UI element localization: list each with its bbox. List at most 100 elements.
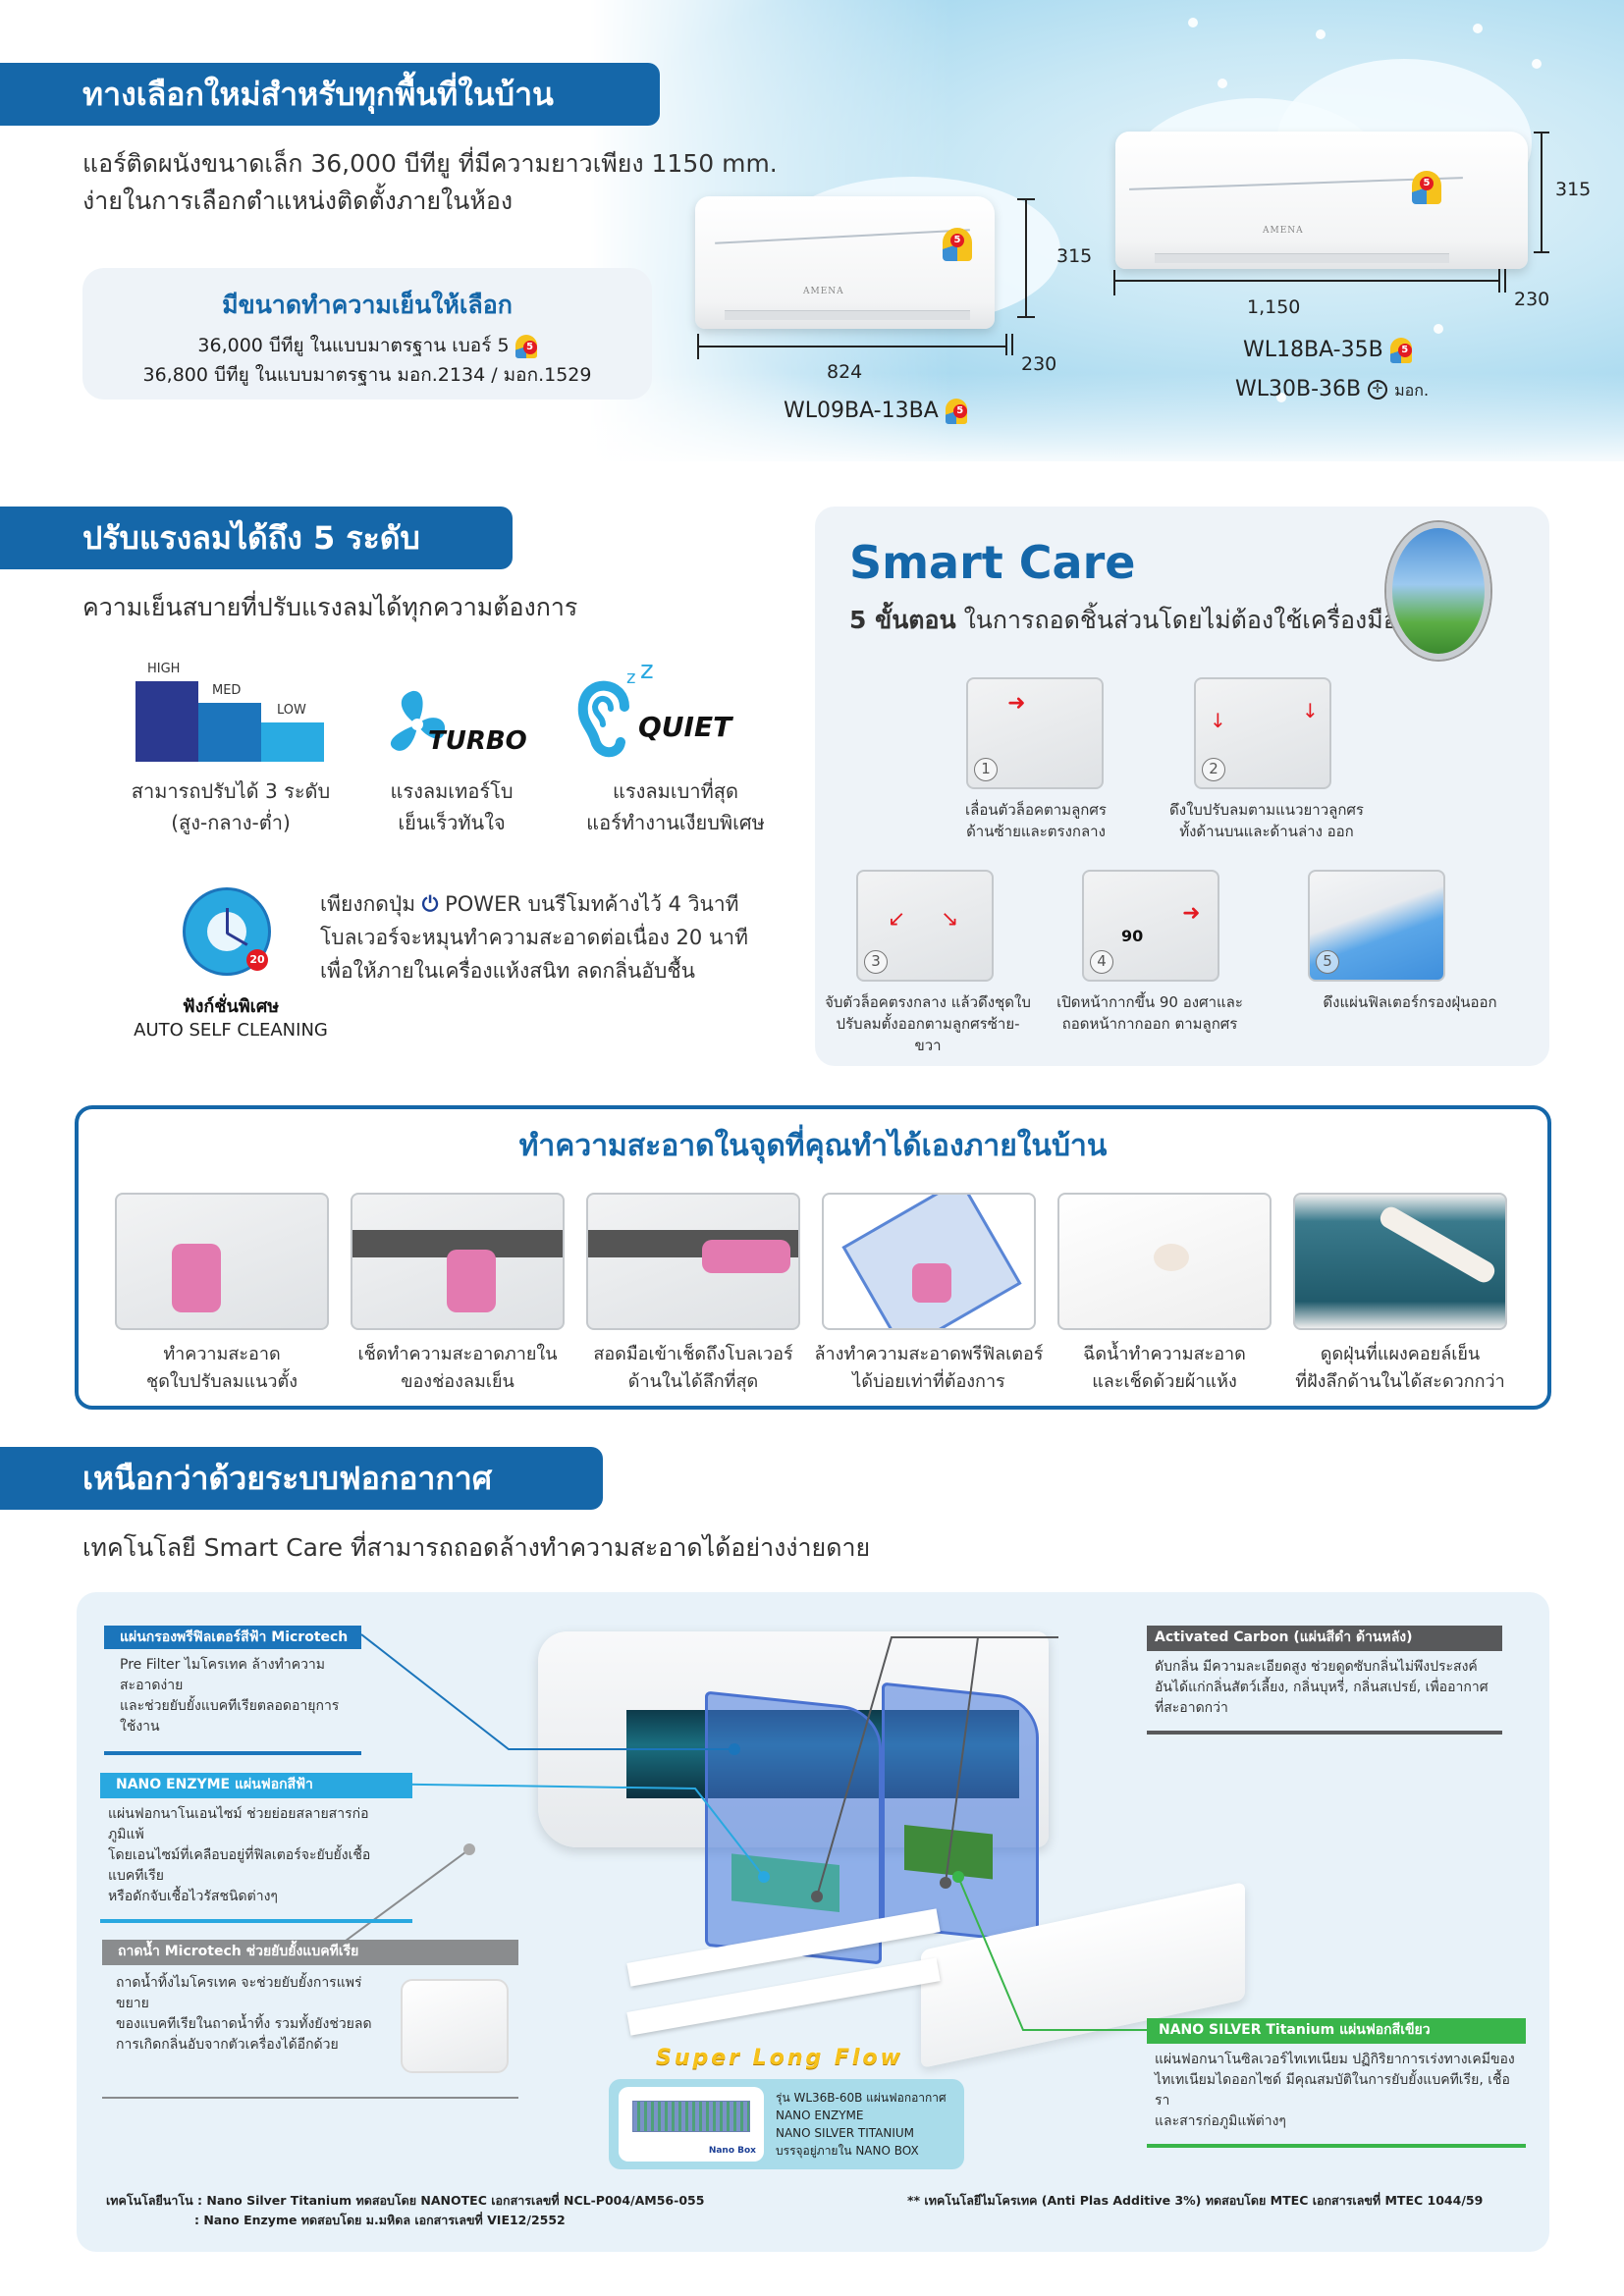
callout-microtech-filter: แผ่นกรองพรีฟิลเตอร์สีฟ้า Microtech Pre F… [104, 1626, 361, 1755]
auto-clean-description: เพียงกดปุ่ม ⏻ POWER บนรีโมทค้างไว้ 4 วิน… [320, 892, 748, 983]
cleaning-photo-4 [822, 1193, 1036, 1330]
step-1-photo: 1➜ [966, 677, 1104, 789]
section-heading-fan-levels: ปรับแรงลมได้ถึง 5 ระดับ [0, 507, 513, 569]
snowflake-decoration [1316, 29, 1326, 39]
large-unit-depth: 230 [1514, 289, 1550, 310]
sky-fade [589, 373, 1624, 471]
smart-care-subtitle: 5 ขั้นตอน ในการถอดชิ้นส่วนโดยไม่ต้องใช้เ… [849, 606, 1398, 634]
snowflake-decoration [1473, 24, 1483, 33]
cleaning-caption-2: เช็ดทำความสะอาดภายในของช่องลมเย็น [357, 1344, 558, 1392]
nano-box-image: Nano Box [619, 2087, 764, 2162]
small-unit-depth: 230 [1021, 353, 1057, 375]
cleaning-photo-3 [586, 1193, 800, 1330]
cleaning-caption-5: ฉีดน้ำทำความสะอาดและเช็ดด้วยผ้าแห้ง [1083, 1344, 1246, 1392]
arrow-icon: ➜ [1007, 691, 1026, 716]
callout-title: NANO SILVER Titanium แผ่นฟอกสีเขียว [1147, 2018, 1526, 2044]
callout-body: แผ่นฟอกนาโนเอนไซม์ ช่วยย่อยสลายสารก่อภูม… [108, 1806, 371, 1904]
capacity-line-1: 36,000 บีทียู ในแบบมาตรฐาน เบอร์ 5 [82, 331, 652, 360]
smart-care-emblem-image [1386, 522, 1490, 660]
step-5-photo: 5 [1308, 870, 1445, 982]
snowflake-decoration [1532, 59, 1542, 69]
section-heading-air-purify: เหนือกว่าด้วยระบบฟอกอากาศ [0, 1447, 603, 1510]
turbo-caption: แรงลมเทอร์โบ เย็นเร็วทันใจ [390, 779, 514, 834]
quiet-caption: แรงลมเบาที่สุด แอร์ทำงานเงียบพิเศษ [586, 779, 765, 834]
smart-care-panel: Smart Care 5 ขั้นตอน ในการถอดชิ้นส่วนโดย… [815, 507, 1549, 1066]
label-med: MED [212, 683, 242, 698]
width-dimension-line [697, 346, 1005, 347]
model-small: WL09BA-13BA [784, 399, 967, 424]
capacity-box: มีขนาดทำความเย็นให้เลือก 36,000 บีทียู ใ… [82, 268, 652, 400]
step-3-photo: 3↙↘ [856, 870, 994, 982]
step-5-caption: ดึงแผ่นฟิลเตอร์กรองฝุ่นออก [1323, 993, 1497, 1011]
energy-label-5-icon [943, 228, 972, 261]
quiet-logo: z z QUIET [575, 656, 742, 766]
nano-box-description: รุ่น WL36B-60B แผ่นฟอกอากาศ NANO ENZYME … [776, 2091, 947, 2158]
timer-badge: 20 [246, 949, 268, 971]
model-large-2: WL30B-36B ✛ มอก. [1235, 377, 1430, 401]
snowflake-decoration [1434, 324, 1443, 334]
section1-lead: แอร์ติดผนังขนาดเล็ก 36,000 บีทียู ที่มีค… [82, 145, 868, 220]
callout-title: Activated Carbon (แผ่นสีดำ ด้านหลัง) [1147, 1626, 1502, 1651]
height-dimension-line [1025, 198, 1027, 318]
step-2-photo: 2↓↓ [1194, 677, 1331, 789]
fan-level-chart: HIGH MED LOW [132, 662, 324, 762]
fan-level-caption: สามารถปรับได้ 3 ระดับ (สูง-กลาง-ต่ำ) [131, 779, 331, 834]
label-low: LOW [277, 703, 306, 718]
callout-nano-enzyme: NANO ENZYME แผ่นฟอกสีฟ้า แผ่นฟอกนาโนเอนไ… [100, 1773, 412, 1923]
auto-clean-label: ฟังก์ชั่นพิเศษ AUTO SELF CLEANING [134, 996, 328, 1041]
arrow-icon: ↘ [941, 907, 959, 932]
snowflake-decoration [1188, 18, 1198, 27]
arrow-down-icon: ↓ [1210, 709, 1226, 732]
callout-title: ถาดน้ำ Microtech ช่วยยับยั้งแบคทีเรีย [102, 1940, 518, 1965]
snowflake-decoration [1218, 79, 1227, 88]
large-unit-height: 315 [1555, 179, 1592, 200]
fan-bar-low [261, 722, 324, 762]
model-large-1: WL18BA-35B [1243, 338, 1412, 363]
callout-body: ดับกลิ่น มีความละเอียดสูง ช่วยดูดซับกลิ่… [1155, 1659, 1489, 1716]
small-unit-width: 824 [827, 361, 863, 383]
arrow-down-icon: ↓ [1302, 699, 1319, 722]
capacity-line-2: 36,800 บีทียู ในแบบมาตรฐาน มอก.2134 / มอ… [142, 364, 592, 386]
drain-pan-image [401, 1979, 509, 2073]
turbo-logo: TURBO [383, 687, 527, 762]
callout-nano-silver: NANO SILVER Titanium แผ่นฟอกสีเขียว แผ่น… [1147, 2018, 1526, 2148]
step-1-caption: เลื่อนตัวล็อคตามลูกศรด้านซ้ายและตรงกลาง [965, 801, 1107, 840]
section4-lead: เทคโนโลยี Smart Care ที่สามารถถอดล้างทำค… [82, 1533, 871, 1562]
nano-box-panel: Nano Box รุ่น WL36B-60B แผ่นฟอกอากาศ NAN… [609, 2079, 964, 2169]
callout-body: Pre Filter ไมโครเทค ล้างทำความสะอาดง่าย … [120, 1657, 340, 1735]
smart-care-title: Smart Care [849, 536, 1136, 589]
energy-label-5-icon [1389, 338, 1412, 363]
ac-unit-large-image: AMENA [1115, 132, 1528, 269]
cleaning-caption-4: ล้างทำความสะอาดพรีฟิลเตอร์ได้บ่อยเท่าที่… [814, 1344, 1044, 1392]
cleaning-photo-1 [115, 1193, 329, 1330]
home-cleaning-panel: ทำความสะอาดในจุดที่คุณทำได้เองภายในบ้าน … [75, 1105, 1551, 1410]
air-purifier-panel: แผ่นกรองพรีฟิลเตอร์สีฟ้า Microtech Pre F… [77, 1592, 1549, 2252]
ear-icon [577, 680, 629, 758]
large-unit-width: 1,150 [1247, 296, 1301, 318]
zzz-icon: z [626, 667, 636, 688]
step-4-caption: เปิดหน้ากากขึ้น 90 องศาและถอดหน้ากากออก … [1056, 993, 1243, 1033]
fan-bar-med [198, 703, 261, 762]
footnote-nano-tech: เทคโนโลยีนาโน : Nano Silver Titanium ทดส… [106, 2193, 705, 2227]
small-unit-height: 315 [1056, 245, 1093, 267]
tis-standard-icon: ✛ [1368, 380, 1388, 400]
section-heading-new-choice: ทางเลือกใหม่สำหรับทุกพื้นที่ในบ้าน [0, 63, 660, 126]
callout-title: NANO ENZYME แผ่นฟอกสีฟ้า [100, 1773, 412, 1798]
ac-unit-small-image: AMENA [695, 196, 995, 329]
lead-line-2: ง่ายในการเลือกตำแหน่งติดตั้งภายในห้อง [82, 187, 514, 215]
cleaning-photo-2 [351, 1193, 565, 1330]
energy-label-5-icon [514, 334, 537, 358]
width-dimension-line [1113, 280, 1498, 282]
auto-clean-clock-icon: 20 [183, 887, 271, 976]
cleaning-caption-3: สอดมือเข้าเช็ดถึงโบลเวอร์ด้านในได้ลึกที่… [593, 1344, 793, 1392]
cleaning-caption-6: ดูดฝุ่นที่แผงคอยล์เย็นที่ฝังลึกด้านในได้… [1295, 1344, 1505, 1392]
energy-label-5-icon [1412, 171, 1441, 204]
capacity-title: มีขนาดทำความเย็นให้เลือก [222, 291, 513, 319]
cleaning-photo-5 [1057, 1193, 1272, 1330]
height-dimension-line [1541, 132, 1543, 253]
energy-label-5-icon [945, 399, 967, 424]
home-cleaning-heading: ทำความสะอาดในจุดที่คุณทำได้เองภายในบ้าน [518, 1129, 1108, 1163]
footnote-microtech: ** เทคโนโลยีไมโครเทค (Anti Plas Additive… [907, 2193, 1484, 2208]
power-icon: ⏻ [421, 892, 439, 916]
